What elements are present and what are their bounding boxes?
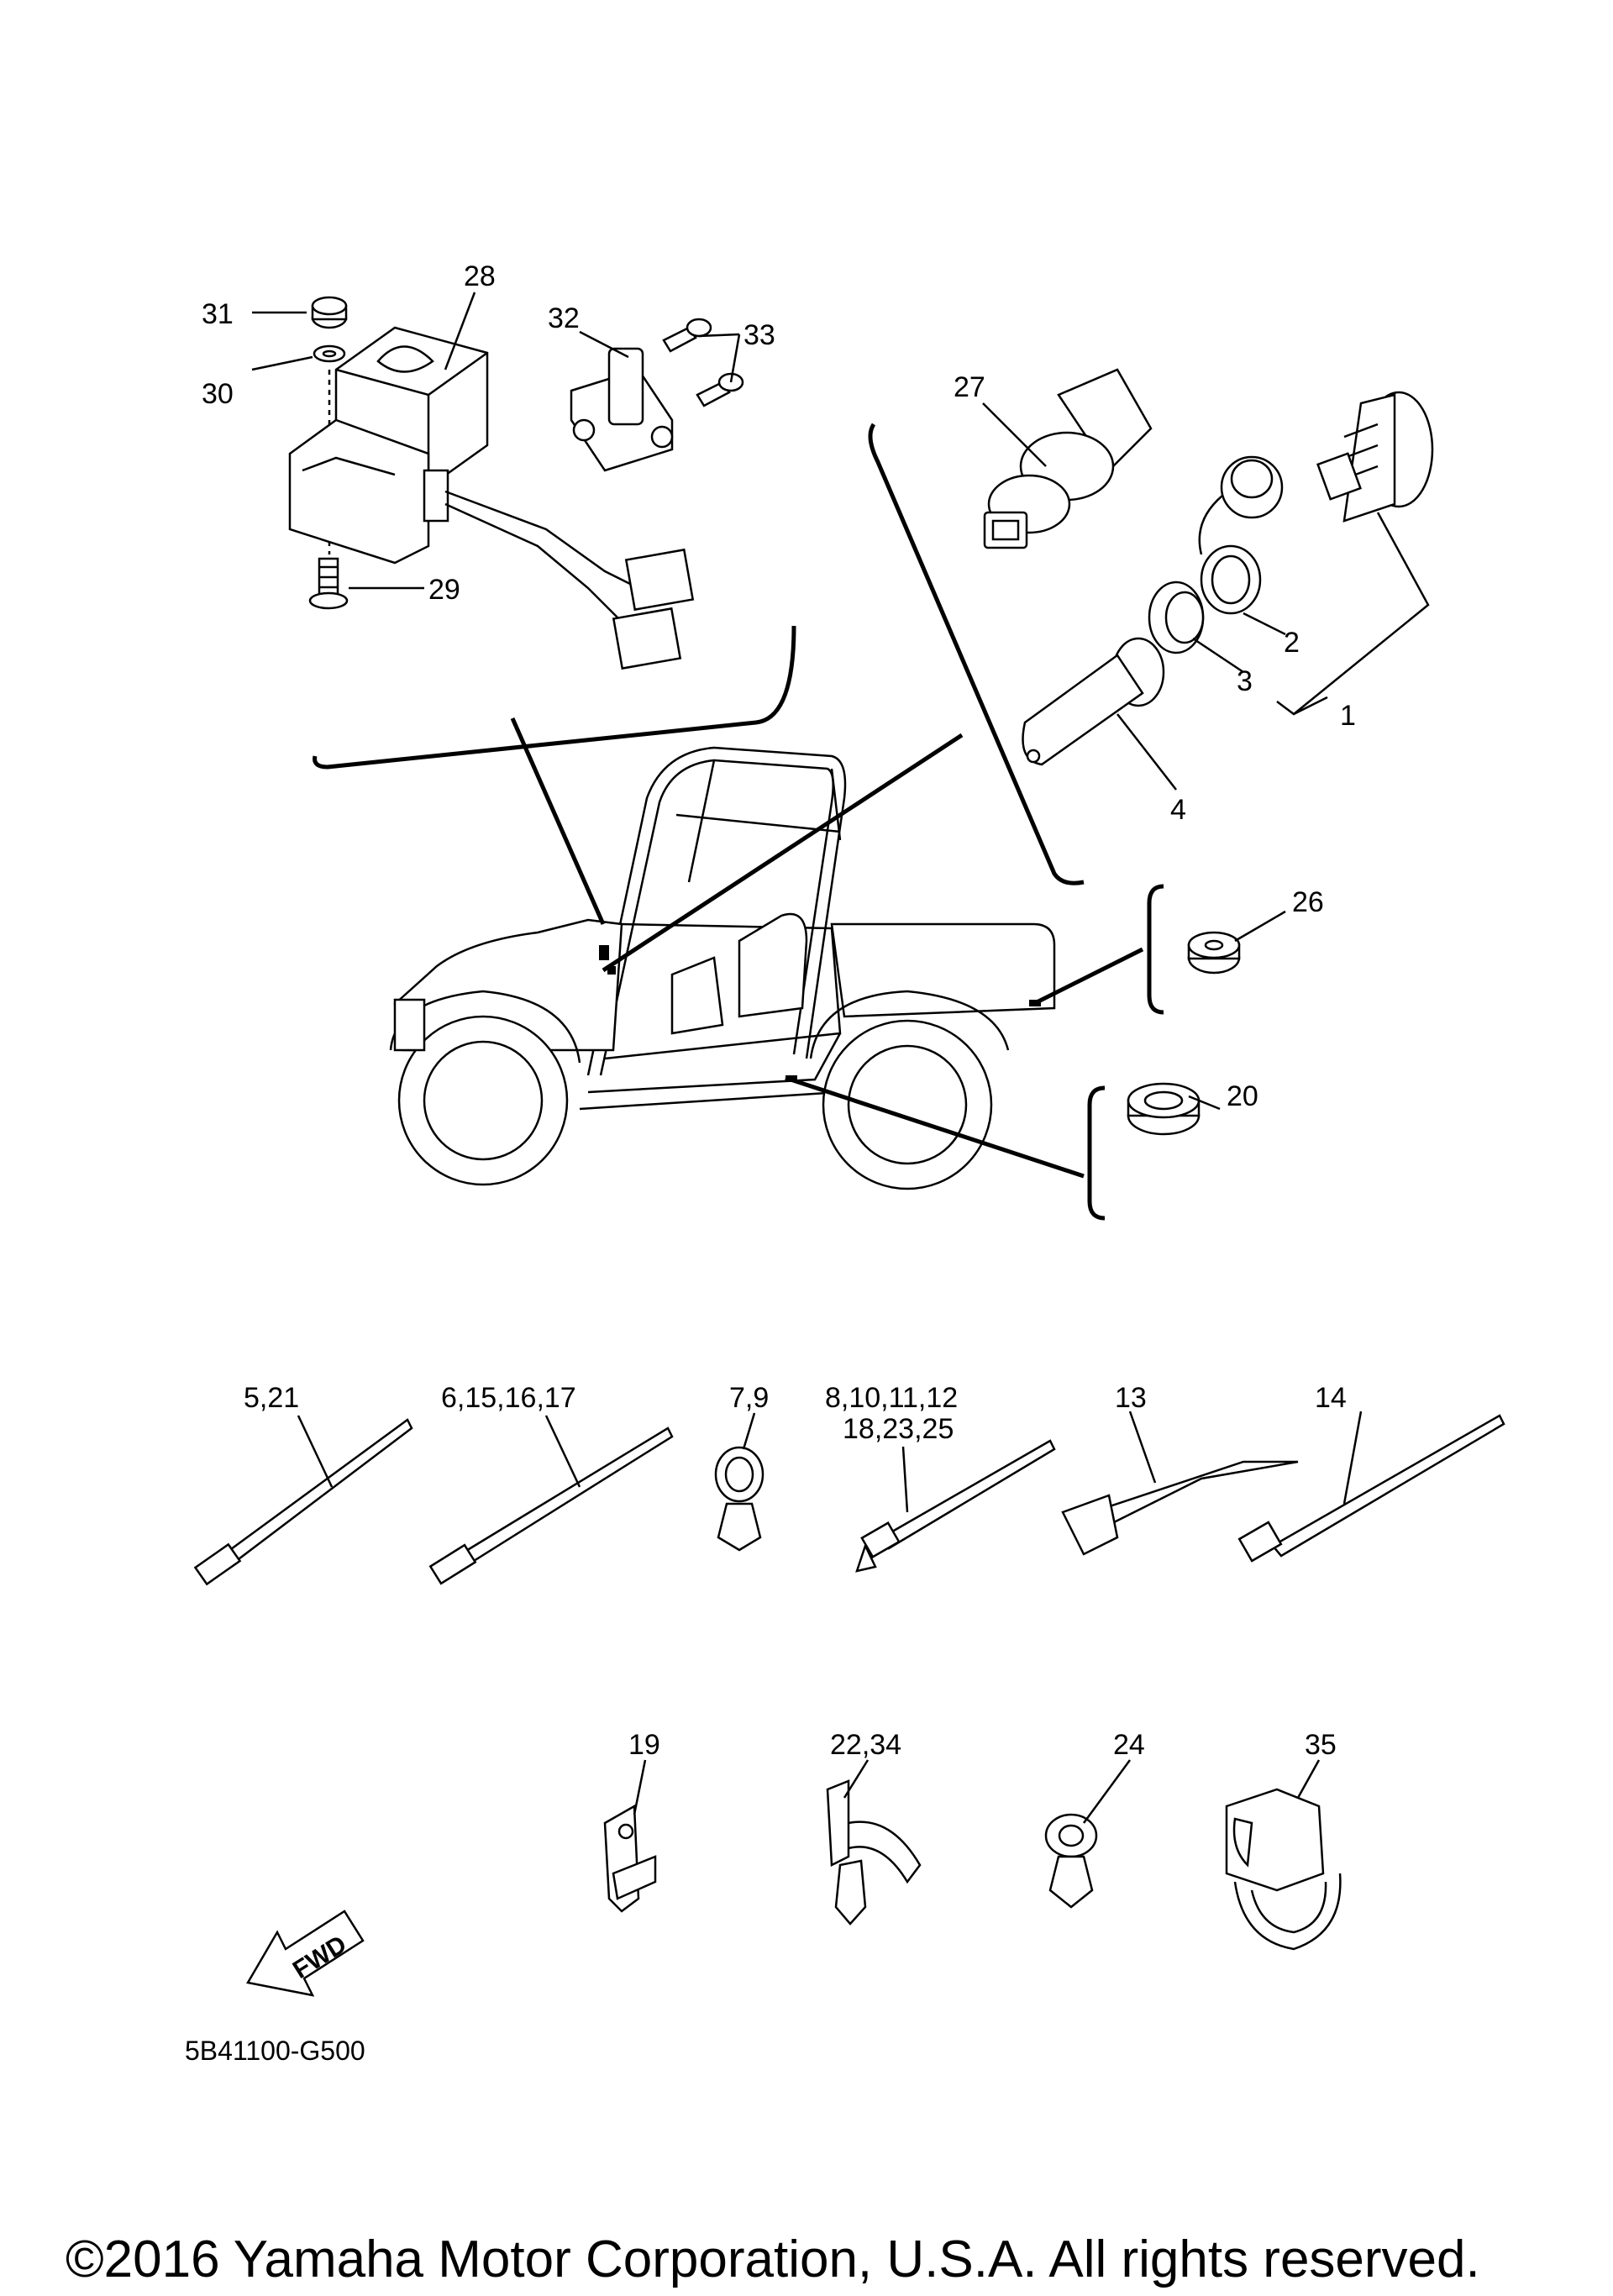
- label-27: 27: [954, 371, 985, 403]
- label-29: 29: [428, 574, 460, 606]
- label-26: 26: [1292, 886, 1324, 918]
- label-30: 30: [202, 378, 234, 410]
- label-4: 4: [1170, 794, 1186, 826]
- label-31: 31: [202, 298, 234, 330]
- label-20: 20: [1227, 1080, 1258, 1112]
- label-5-21: 5,21: [244, 1382, 299, 1414]
- label-28: 28: [464, 260, 496, 292]
- cable-ties-illustration: [193, 1414, 1505, 1586]
- label-24: 24: [1113, 1729, 1145, 1761]
- label-18-23-25: 18,23,25: [843, 1413, 954, 1445]
- label-8-10-11-12: 8,10,11,12: [825, 1382, 958, 1414]
- label-6-15-16-17: 6,15,16,17: [441, 1382, 576, 1414]
- grommet-26-illustration: [1147, 884, 1241, 1015]
- grommet-20-illustration: [1087, 1082, 1201, 1221]
- part-labels: 31 30 28 29 32 33 27 2 3 1 4 26 20 5,21 …: [202, 260, 1356, 1761]
- label-22-34: 22,34: [830, 1729, 901, 1761]
- leader-lines: [251, 292, 1363, 1824]
- diagram-code: 5B41100-G500: [185, 2036, 365, 2066]
- label-2: 2: [1284, 627, 1300, 659]
- socket-assembly-illustration: [868, 368, 1434, 885]
- label-35: 35: [1305, 1729, 1337, 1761]
- label-14: 14: [1315, 1382, 1347, 1414]
- label-32: 32: [548, 302, 580, 334]
- label-33: 33: [743, 319, 775, 351]
- label-1: 1: [1340, 700, 1356, 732]
- forward-direction-arrow: FWD: [246, 1910, 365, 1997]
- copyright-notice: ©2016 Yamaha Motor Corporation, U.S.A. A…: [66, 2230, 1480, 2288]
- relay-assembly-illustration: [288, 296, 796, 770]
- clamps-illustration: [603, 1779, 1342, 1951]
- label-19: 19: [628, 1729, 660, 1761]
- label-7-9: 7,9: [729, 1382, 769, 1414]
- label-13: 13: [1115, 1382, 1147, 1414]
- vehicle-illustration: [389, 717, 1144, 1190]
- label-3: 3: [1237, 665, 1253, 697]
